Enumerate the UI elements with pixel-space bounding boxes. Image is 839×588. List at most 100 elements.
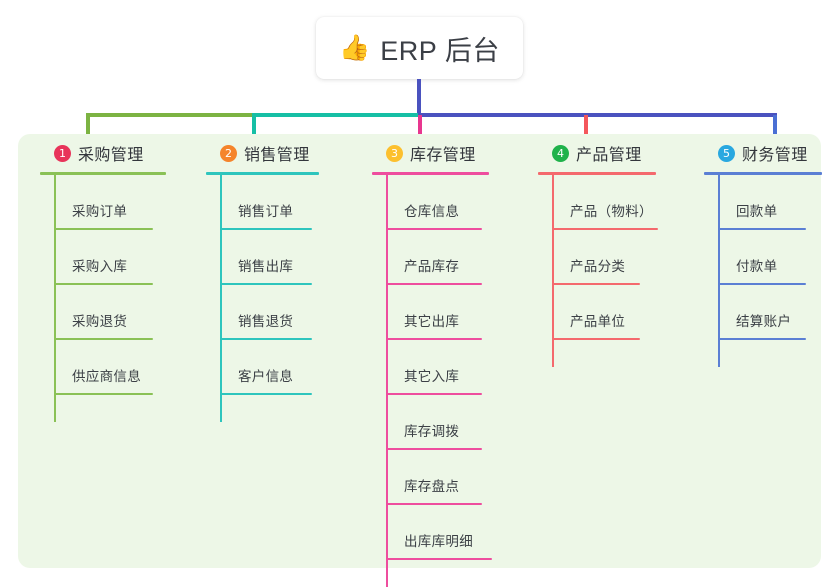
module-items-inventory: 仓库信息 产品库存 其它出库 其它入库 库存调拨 (386, 175, 538, 560)
list-item-underline (386, 228, 482, 230)
list-item[interactable]: 销售出库 (220, 230, 372, 285)
module-spine-product (552, 175, 554, 367)
list-item-underline (386, 393, 482, 395)
list-item[interactable]: 产品（物料） (552, 175, 704, 230)
list-item-label: 采购订单 (72, 204, 128, 219)
branch-stem-1 (86, 115, 90, 139)
list-item-label: 采购退货 (72, 314, 128, 329)
list-item-underline (552, 338, 640, 340)
list-item-underline (386, 283, 482, 285)
module-badge-1: 1 (54, 144, 71, 162)
list-item[interactable]: 供应商信息 (54, 340, 206, 395)
list-item[interactable]: 产品库存 (386, 230, 538, 285)
list-item[interactable]: 销售订单 (220, 175, 372, 230)
module-column-purchasing: 1 采购管理 采购订单 采购入库 采购退货 供应商信息 (40, 134, 206, 422)
list-item-underline (220, 228, 312, 230)
list-item-label: 出库库明细 (404, 534, 473, 549)
list-item[interactable]: 仓库信息 (386, 175, 538, 230)
list-item-underline (552, 283, 640, 285)
list-item-label: 客户信息 (238, 369, 294, 384)
list-item[interactable]: 库存盘点 (386, 450, 538, 505)
list-item-underline (220, 393, 312, 395)
list-item-label: 付款单 (736, 259, 778, 274)
module-items-sales: 销售订单 销售出库 销售退货 客户信息 (220, 175, 372, 395)
list-item-underline (54, 228, 153, 230)
modules-panel: 1 采购管理 采购订单 采购入库 采购退货 供应商信息 (18, 134, 822, 587)
module-header-inventory[interactable]: 3 库存管理 (372, 134, 538, 172)
branch-stem-3 (418, 115, 422, 139)
list-item-underline (718, 283, 806, 285)
list-item-label: 其它出库 (404, 314, 460, 329)
module-underline-inventory (372, 172, 489, 175)
module-column-inventory: 3 库存管理 仓库信息 产品库存 其它出库 其它入库 (372, 134, 538, 587)
list-item[interactable]: 采购订单 (54, 175, 206, 230)
branch-bar-segment-a (86, 113, 254, 117)
module-underline-product (538, 172, 656, 175)
list-item-label: 产品（物料） (570, 204, 653, 219)
module-badge-2: 2 (220, 144, 237, 162)
module-header-purchasing[interactable]: 1 采购管理 (40, 134, 206, 172)
module-spine-purchasing (54, 175, 56, 422)
list-item-underline (54, 338, 153, 340)
list-item-label: 仓库信息 (404, 204, 460, 219)
module-items-product: 产品（物料） 产品分类 产品单位 (552, 175, 704, 340)
module-column-finance: 5 财务管理 回款单 付款单 结算账户 (704, 134, 834, 367)
list-item-label: 供应商信息 (72, 369, 141, 384)
module-title-finance: 财务管理 (742, 147, 808, 164)
list-item-label: 销售订单 (238, 204, 294, 219)
list-item[interactable]: 出库库明细 (386, 505, 538, 560)
list-item[interactable]: 回款单 (718, 175, 839, 230)
module-underline-purchasing (40, 172, 166, 175)
list-item[interactable]: 采购入库 (54, 230, 206, 285)
list-item[interactable]: 产品单位 (552, 285, 704, 340)
list-item-underline (718, 228, 806, 230)
list-item-underline (54, 393, 153, 395)
module-badge-4: 4 (552, 144, 569, 162)
list-item[interactable]: 库存调拨 (386, 395, 538, 450)
list-item[interactable]: 其它入库 (386, 340, 538, 395)
list-item-label: 产品分类 (570, 259, 626, 274)
list-item-underline (54, 283, 153, 285)
module-header-product[interactable]: 4 产品管理 (538, 134, 704, 172)
root-title: ERP 后台 (380, 35, 500, 66)
module-underline-finance (704, 172, 822, 175)
list-item-label: 结算账户 (736, 314, 792, 329)
list-item-label: 产品单位 (570, 314, 626, 329)
module-spine-sales (220, 175, 222, 422)
module-header-sales[interactable]: 2 销售管理 (206, 134, 372, 172)
list-item[interactable]: 其它出库 (386, 285, 538, 340)
module-spine-finance (718, 175, 720, 367)
list-item[interactable]: 采购退货 (54, 285, 206, 340)
list-item-label: 销售退货 (238, 314, 294, 329)
list-item[interactable]: 付款单 (718, 230, 839, 285)
list-item-underline (386, 448, 482, 450)
list-item-label: 销售出库 (238, 259, 294, 274)
module-header-finance[interactable]: 5 财务管理 (704, 134, 834, 172)
list-item-label: 产品库存 (404, 259, 460, 274)
branch-stem-5 (773, 115, 777, 139)
module-items-purchasing: 采购订单 采购入库 采购退货 供应商信息 (54, 175, 206, 395)
module-title-purchasing: 采购管理 (78, 147, 144, 164)
trunk-connector (417, 79, 421, 117)
root-node[interactable]: 👍 ERP 后台 (316, 17, 523, 79)
list-item[interactable]: 销售退货 (220, 285, 372, 340)
module-column-sales: 2 销售管理 销售订单 销售出库 销售退货 客户信息 (206, 134, 372, 422)
thumbs-up-icon: 👍 (339, 33, 371, 62)
module-title-inventory: 库存管理 (410, 147, 476, 164)
list-item[interactable]: 产品分类 (552, 230, 704, 285)
module-badge-3: 3 (386, 144, 403, 162)
list-item-label: 回款单 (736, 204, 778, 219)
list-item-label: 采购入库 (72, 259, 128, 274)
list-item-underline (386, 338, 482, 340)
module-badge-5: 5 (718, 144, 735, 162)
list-item-underline (220, 338, 312, 340)
list-item-label: 其它入库 (404, 369, 460, 384)
list-item-underline (386, 558, 492, 560)
list-item-underline (386, 503, 482, 505)
list-item[interactable]: 客户信息 (220, 340, 372, 395)
list-item-underline (220, 283, 312, 285)
module-items-finance: 回款单 付款单 结算账户 (718, 175, 839, 340)
list-item[interactable]: 结算账户 (718, 285, 839, 340)
list-item-underline (718, 338, 806, 340)
